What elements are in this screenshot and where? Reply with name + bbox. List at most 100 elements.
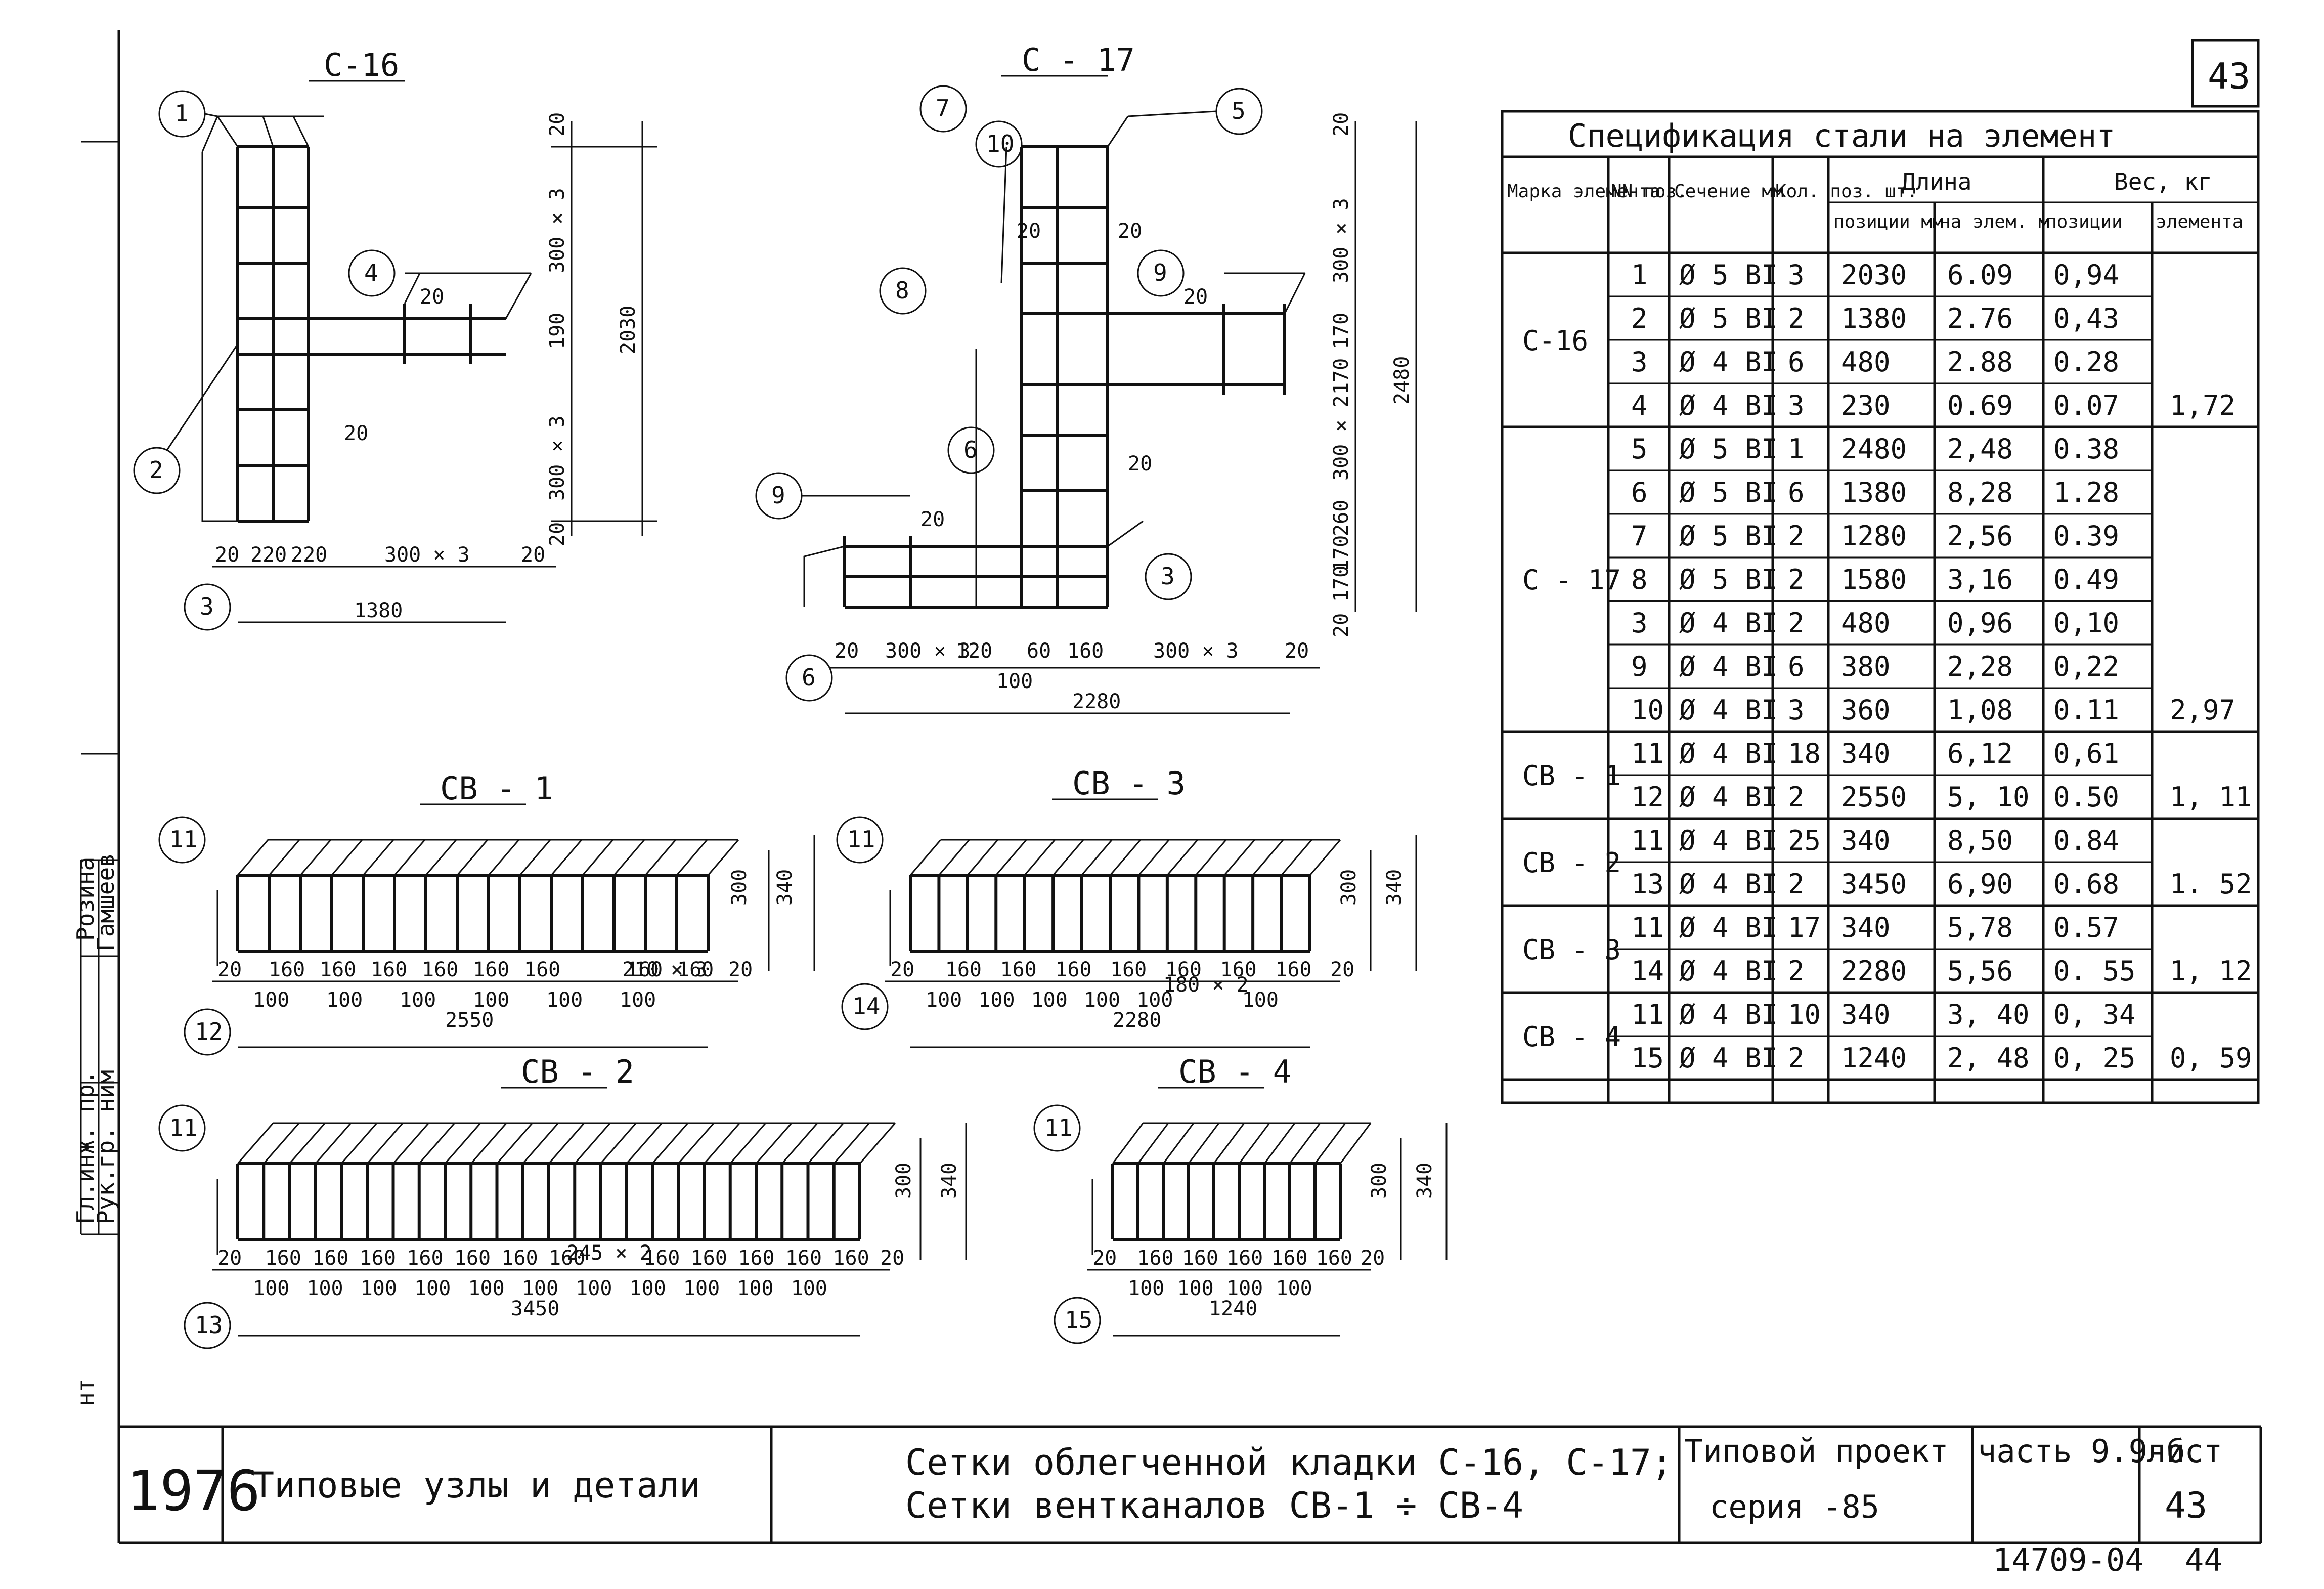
spec-element-weight: 1, 11	[2170, 781, 2252, 813]
spec-pos: 11	[1631, 738, 1664, 769]
cross-bar-tail	[362, 839, 394, 876]
spec-weight: 0. 55	[2053, 955, 2136, 987]
spec-length-el: 2, 48	[1947, 1042, 2030, 1074]
cb2-dim-top: 20	[217, 1247, 242, 1270]
c17-dim-v-0: 20	[1330, 112, 1353, 137]
cb1-total: 2550	[445, 1009, 494, 1032]
spec-qty: 10	[1788, 999, 1821, 1030]
c17-callout-6b: 6	[802, 664, 816, 691]
hdr-section: Сечение мм	[1674, 181, 1784, 202]
cross-bar-tail	[1138, 839, 1170, 876]
sheet-frame	[80, 30, 2262, 1544]
c17-dim-h-5: 300 × 3	[1153, 639, 1239, 663]
drawing-title-line-2: Сетки вентканалов СВ-1 ÷ СВ-4	[905, 1485, 1523, 1526]
hdr-pos: NN поз.	[1611, 181, 1688, 202]
cb3-dim-bot: 100	[1084, 989, 1120, 1012]
cross-bar-tail	[1281, 839, 1312, 876]
side-role-1: Гл.инж. пр.	[72, 1070, 99, 1224]
series-label: серия -85	[1709, 1488, 1879, 1525]
cross-bar-tail	[574, 1123, 611, 1164]
cb1-dim-top: 20	[217, 958, 242, 981]
spec-section: Ø 5 BI	[1679, 520, 1778, 552]
cb3-dim-span: 180 × 2	[1163, 973, 1249, 997]
cb4-total: 1240	[1209, 1297, 1257, 1320]
cb3-dim-top: 20	[1330, 958, 1354, 981]
cb4-title: СВ - 4	[1178, 1053, 1292, 1090]
hdr-weight: Вес, кг	[2114, 168, 2212, 195]
spec-pos: 12	[1631, 781, 1664, 813]
spec-qty: 2	[1788, 564, 1805, 595]
cross-bar-tail	[522, 1123, 559, 1164]
cb3-dim-v-300: 300	[1337, 869, 1361, 906]
c17-dim-h-4: 160	[1067, 639, 1104, 663]
side-stamp: Розина Гамшеев Гл.инж. пр. Рук.гр. ним н…	[72, 853, 119, 1406]
spec-qty: 2	[1788, 955, 1805, 987]
cross-bar-tail	[237, 839, 269, 876]
spec-length-el: 8,50	[1947, 825, 2013, 856]
spec-qty: 6	[1788, 346, 1805, 378]
spec-length: 1380	[1841, 303, 1907, 334]
c16-dim-v-3: 300 × 3	[546, 415, 569, 501]
spec-qty: 2	[1788, 520, 1805, 552]
cb2-dim-top: 160	[312, 1247, 348, 1270]
spec-pos: 14	[1631, 955, 1664, 987]
cross-bar-tail	[470, 1123, 507, 1164]
spec-weight: 0,43	[2053, 303, 2119, 334]
cb3-dim-bot: 100	[1031, 989, 1068, 1012]
spec-element-weight: 1,72	[2170, 390, 2235, 421]
sheet-number: 43	[2165, 1485, 2207, 1526]
spec-section: Ø 5 BI	[1679, 303, 1778, 334]
spec-length: 230	[1841, 390, 1891, 421]
spec-length-el: 6,90	[1947, 868, 2013, 900]
cross-bar-tail	[1166, 839, 1198, 876]
cb4-callout-15: 15	[1065, 1306, 1092, 1334]
cross-bar-tail	[393, 839, 426, 876]
cb2-dim-top: 160	[360, 1247, 396, 1270]
spec-length: 2280	[1841, 955, 1907, 987]
cb2-dim-bot: 100	[683, 1277, 720, 1300]
cross-bar-tail	[1081, 839, 1113, 876]
cross-bar-tail	[548, 1123, 585, 1164]
c17-dim-v-7: 170	[1330, 566, 1353, 602]
spec-weight: 0.38	[2053, 433, 2119, 465]
cross-bar-tail	[644, 839, 677, 876]
spec-weight: 0.39	[2053, 520, 2119, 552]
cb4-dim-v-300: 300	[1368, 1163, 1391, 1199]
c16-dim-h-4: 20	[521, 543, 545, 567]
spec-table: Спецификация стали на элемент Марка элем…	[1501, 110, 2260, 1104]
cb2-dim-bot: 100	[791, 1277, 827, 1300]
spec-mark: С - 17	[1522, 564, 1621, 596]
spec-qty: 17	[1788, 912, 1821, 943]
cb4-dim-v-340: 340	[1413, 1163, 1436, 1199]
cb1-dim-bot: 100	[326, 989, 363, 1012]
spec-length: 1380	[1841, 477, 1907, 508]
cb1-dim-top: 160	[626, 958, 663, 981]
cb3-total: 2280	[1113, 1009, 1161, 1032]
spec-pos: 7	[1631, 520, 1648, 552]
spec-element-weight: 1. 52	[2170, 868, 2252, 900]
spec-pos: 11	[1631, 912, 1664, 943]
cross-bar-tail	[600, 1123, 637, 1164]
spec-length-el: 1,08	[1947, 694, 2013, 726]
spec-section: Ø 5 BI	[1679, 477, 1778, 508]
spec-pos: 11	[1631, 999, 1664, 1030]
cross-bar-tail	[1195, 839, 1227, 876]
spec-length-el: 2.76	[1947, 303, 2013, 334]
hdr-mark: Марка элемента	[1507, 181, 1660, 202]
side-name-1: Розина	[72, 857, 99, 941]
spec-weight: 0.57	[2053, 912, 2119, 943]
part-label: часть 9.9-б	[1978, 1433, 2185, 1470]
cb1-dim-bot: 100	[400, 989, 436, 1012]
c16-callout-4: 4	[364, 259, 378, 286]
spec-weight: 0.11	[2053, 694, 2119, 726]
cb4-dim-top: 20	[1092, 1247, 1117, 1270]
cross-bar-tail	[1162, 1123, 1195, 1164]
spec-section: Ø 4 BI	[1679, 1042, 1778, 1074]
cross-bar-tail	[678, 1123, 715, 1164]
spec-section: Ø 4 BI	[1679, 912, 1778, 943]
cross-bar-tail	[1112, 1123, 1144, 1164]
cb3-dim-top: 20	[890, 958, 914, 981]
spec-element-weight: 1, 12	[2170, 955, 2252, 987]
cb1-dim-bot: 100	[546, 989, 583, 1012]
